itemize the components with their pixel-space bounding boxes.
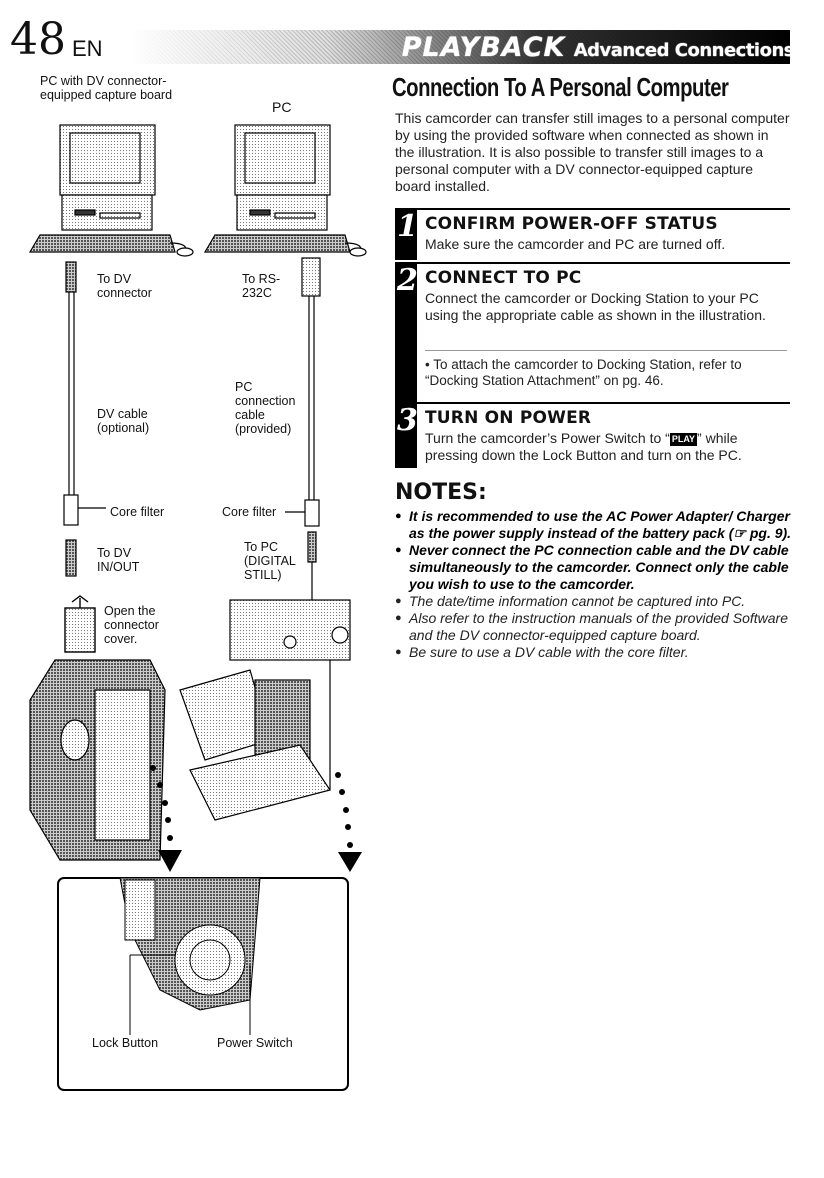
pc-capture-board-label: PC with DV connector-equipped capture bo… <box>40 74 173 102</box>
note-item: It is recommended to use the AC Power Ad… <box>395 508 795 542</box>
step-body: Turn the camcorder’s Power Switch to “PL… <box>425 430 787 464</box>
to-dv-inout-label: To DV IN/OUT <box>97 546 140 574</box>
step-heading: TURN ON POWER <box>425 408 592 428</box>
note-item: Be sure to use a DV cable with the core … <box>395 644 795 661</box>
to-pc-digital-still-label: To PC (DIGITAL STILL) <box>244 540 296 582</box>
step-body: Connect the camcorder or Docking Station… <box>425 290 766 323</box>
note-item: Also refer to the instruction manuals of… <box>395 610 795 644</box>
language-code: EN <box>72 36 103 61</box>
notes-list: It is recommended to use the AC Power Ad… <box>395 508 795 661</box>
camcorder-drawing <box>29 659 166 861</box>
note-item: The date/time information cannot be capt… <box>395 593 795 610</box>
dotted-arrow-left <box>150 765 182 872</box>
core-filter-left-label: Core filter <box>110 505 165 519</box>
core-filter-right-label: Core filter <box>222 505 277 519</box>
open-cover-label: Open the connector cover. <box>104 604 159 646</box>
note-item: Never connect the PC connection cable an… <box>395 542 795 593</box>
pc-connection-cable-drawing <box>285 257 321 620</box>
play-mode-badge: PLAY <box>669 432 698 446</box>
step-number: 1 <box>397 209 418 244</box>
dv-cable-drawing <box>63 261 106 577</box>
lock-button-label: Lock Button <box>92 1036 159 1050</box>
step-divider <box>395 208 790 210</box>
step-2: 2 CONNECT TO PC Connect the camcorder or… <box>395 262 790 402</box>
step-number: 3 <box>397 403 418 438</box>
dv-cable-label: DV cable (optional) <box>97 407 150 435</box>
step-number-bar: 2 <box>395 262 418 402</box>
step-body-after: ” while pressing down the Lock Button an… <box>425 430 742 463</box>
notes-heading: NOTES: <box>395 480 487 505</box>
step-number: 2 <box>397 263 418 298</box>
step-divider <box>395 262 790 264</box>
step-1: 1 CONFIRM POWER-OFF STATUS Make sure the… <box>395 208 790 260</box>
step-heading: CONNECT TO PC <box>425 268 582 288</box>
detail-zoom-box <box>57 877 349 1091</box>
step-divider <box>395 402 790 404</box>
to-rs232c-label: To RS-232C <box>242 272 281 300</box>
step-number-bar: 3 <box>395 402 418 468</box>
header-section-title: PLAYBACK Advanced Connections <box>401 32 795 63</box>
article-intro: This camcorder can transfer still images… <box>395 110 790 194</box>
to-dv-connector-label: To DV connector <box>97 272 152 300</box>
step-body: Make sure the camcorder and PC are turne… <box>425 236 726 252</box>
step-number-bar: 1 <box>395 208 418 260</box>
page-number: 48 <box>10 14 66 65</box>
docking-station-drawing <box>179 599 351 821</box>
pc-label: PC <box>272 99 292 115</box>
article-title: Connection To A Personal Computer <box>392 72 729 102</box>
step-note: • To attach the camcorder to Docking Sta… <box>425 350 787 389</box>
dotted-arrow-right <box>335 772 362 872</box>
connection-illustration <box>28 124 367 1091</box>
section-label: PLAYBACK <box>401 32 566 63</box>
pc-connection-cable-label: PC connection cable (provided) <box>235 380 296 436</box>
step-3: 3 TURN ON POWER Turn the camcorder’s Pow… <box>395 402 790 468</box>
pc-capture-board-drawing <box>28 124 194 257</box>
step-heading: CONFIRM POWER-OFF STATUS <box>425 214 718 234</box>
subsection-label: Advanced Connections <box>573 40 795 61</box>
power-switch-label: Power Switch <box>217 1036 293 1050</box>
connector-cover-callout <box>64 595 96 653</box>
header-banner <box>130 30 790 64</box>
pc-drawing <box>203 124 367 257</box>
step-body-before: Turn the camcorder’s Power Switch to “ <box>425 430 670 446</box>
